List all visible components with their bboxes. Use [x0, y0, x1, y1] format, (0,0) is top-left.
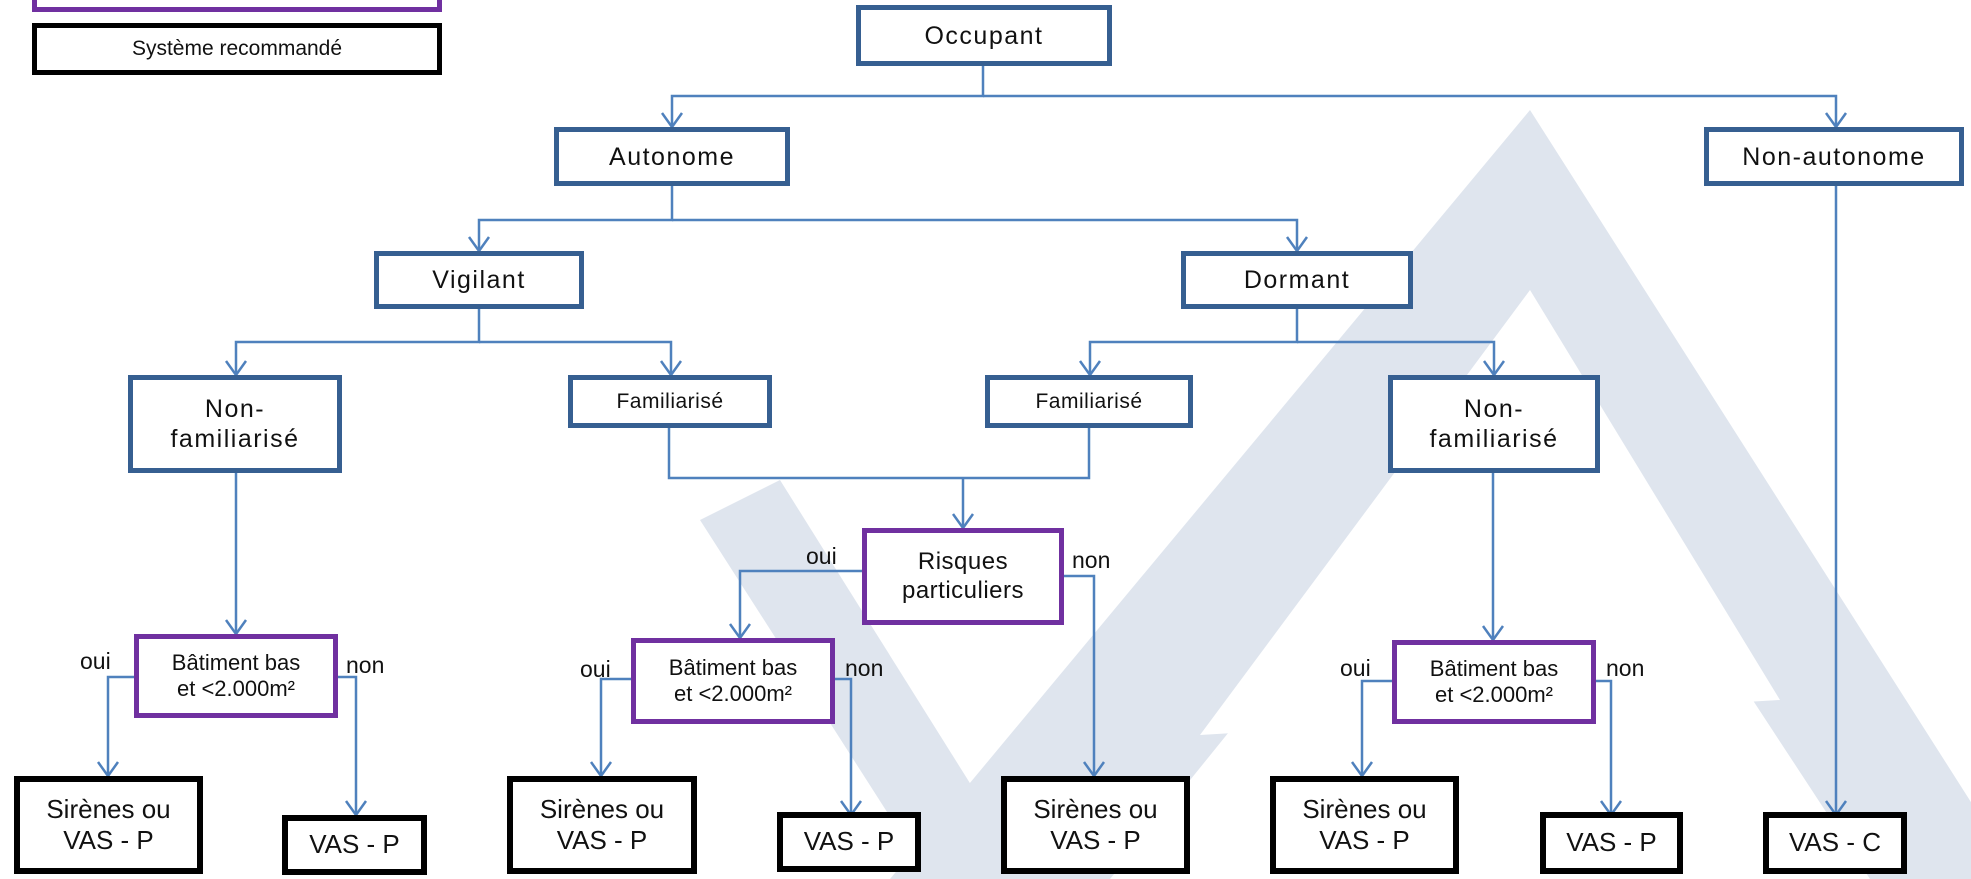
- connectors: [106, 66, 1838, 815]
- node-batiment-bas-1: Bâtiment bas et <2.000m²: [134, 634, 338, 718]
- result-sirenes-vas-p-3: Sirènes ou VAS - P: [1001, 776, 1190, 874]
- node-risques-particuliers: Risques particuliers: [862, 528, 1064, 625]
- result-sirenes-vas-p-2: Sirènes ou VAS - P: [507, 776, 697, 874]
- node-non-familiarise-right: Non- familiarisé: [1388, 375, 1600, 473]
- node-vigilant: Vigilant: [374, 251, 584, 309]
- legend-recommended-label: Système recommandé: [131, 37, 343, 61]
- node-dormant: Dormant: [1181, 251, 1413, 309]
- result-sirenes-vas-p-1: Sirènes ou VAS - P: [14, 776, 203, 874]
- label-oui-3: oui: [1340, 655, 1371, 681]
- label-oui-2: oui: [580, 656, 611, 682]
- node-occupant: Occupant: [856, 5, 1112, 66]
- legend-recommended-system: Système recommandé: [32, 23, 442, 75]
- label-non-3: non: [1606, 655, 1645, 681]
- result-sirenes-vas-p-4: Sirènes ou VAS - P: [1270, 776, 1459, 874]
- node-batiment-bas-2: Bâtiment bas et <2.000m²: [631, 638, 835, 724]
- node-autonome: Autonome: [554, 127, 790, 186]
- node-non-familiarise-left: Non- familiarisé: [128, 375, 342, 473]
- label-oui-risques: oui: [806, 543, 837, 569]
- result-vas-p-3: VAS - P: [1540, 812, 1683, 874]
- label-non-1: non: [346, 652, 385, 678]
- watermark-logo: [700, 110, 1971, 879]
- label-non-2: non: [845, 655, 884, 681]
- result-vas-c: VAS - C: [1763, 812, 1907, 874]
- result-vas-p-2: VAS - P: [777, 812, 921, 872]
- node-batiment-bas-3: Bâtiment bas et <2.000m²: [1392, 640, 1596, 724]
- node-familiarise-right: Familiarisé: [985, 375, 1193, 428]
- watermark-inner: [1200, 290, 1780, 735]
- label-non-risques: non: [1072, 547, 1111, 573]
- label-oui-1: oui: [80, 648, 111, 674]
- legend-question-swatch: [32, 0, 442, 12]
- node-familiarise-left: Familiarisé: [568, 375, 772, 428]
- result-vas-p-1: VAS - P: [282, 815, 427, 875]
- node-non-autonome: Non-autonome: [1704, 127, 1964, 186]
